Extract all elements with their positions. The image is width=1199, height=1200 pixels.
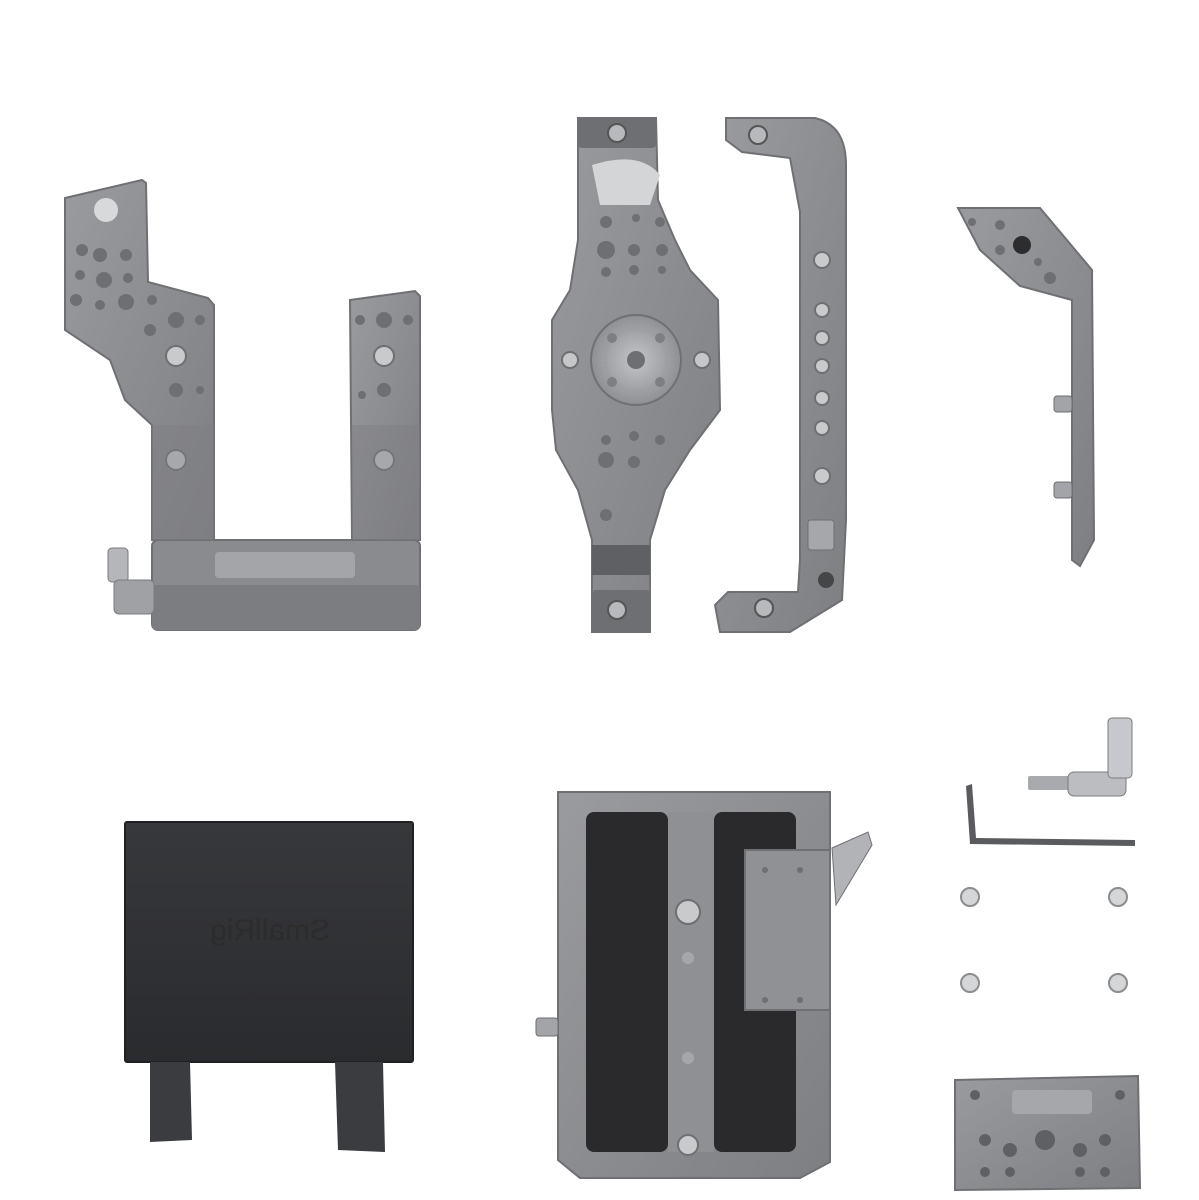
- screw-set: [960, 887, 1128, 993]
- hex-key: [966, 784, 1135, 846]
- storage-pouch: SmallRig: [124, 821, 414, 1152]
- angled-bracket: [956, 207, 1096, 568]
- u-mount-side-plate: [64, 178, 421, 631]
- thumb-screw: [1028, 717, 1133, 797]
- top-handle: [713, 117, 847, 633]
- rosette-top-plate: [551, 117, 722, 633]
- mounting-plate: [954, 1074, 1142, 1192]
- battery-plate: [535, 791, 873, 1179]
- pouch-brand-text: SmallRig: [210, 914, 330, 947]
